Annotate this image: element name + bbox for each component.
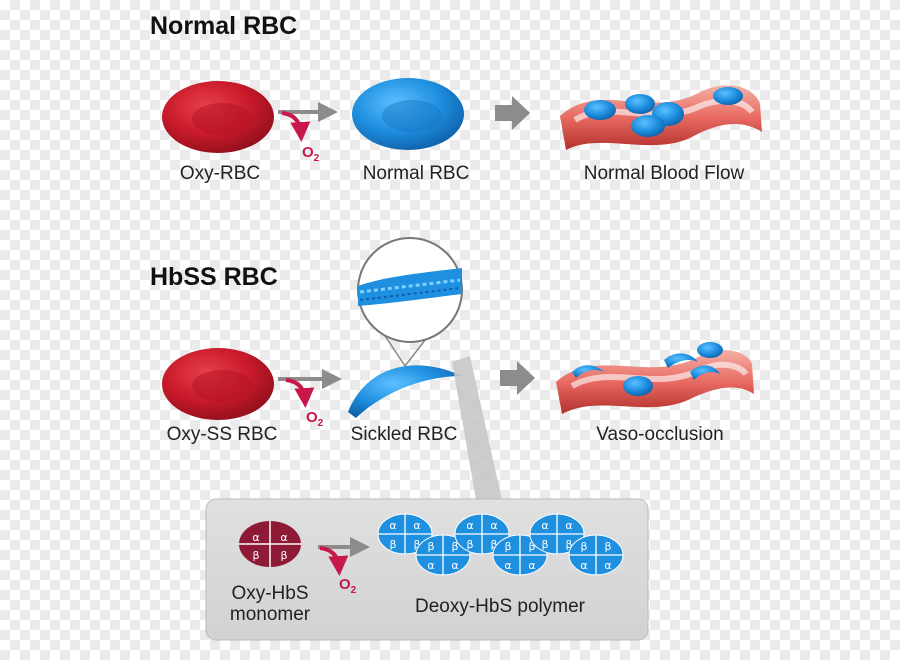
subunit-label: α xyxy=(528,559,535,572)
subunit-label: α xyxy=(466,519,473,532)
subunit-label: α xyxy=(427,559,434,572)
o2-label-normal: O2 xyxy=(302,144,320,164)
label-oxy-ss-rbc: Oxy-SS RBC xyxy=(167,424,278,445)
subunit-label: α xyxy=(413,519,420,532)
subunit-label: α xyxy=(604,559,611,572)
label-sickled-rbc: Sickled RBC xyxy=(351,424,458,445)
svg-text:β: β xyxy=(280,549,287,562)
vaso-occlusion-vessel xyxy=(556,342,754,414)
subunit-label: β xyxy=(389,538,396,551)
subunit-label: β xyxy=(413,538,420,551)
label-oxy-rbc: Oxy-RBC xyxy=(180,163,260,184)
subunit-label: β xyxy=(565,538,572,551)
monomer-label-line2: monomer xyxy=(230,604,311,625)
section-title-hbss: HbSS RBC xyxy=(150,263,278,291)
subunit-label: α xyxy=(389,519,396,532)
subunit-label: α xyxy=(490,519,497,532)
subunit-label: β xyxy=(490,538,497,551)
normal-blood-flow-vessel xyxy=(560,85,762,150)
label-normal-blood-flow: Normal Blood Flow xyxy=(584,163,745,184)
arrow-to-vaso-occlusion xyxy=(500,361,535,395)
o2-release-arrow-hbss xyxy=(285,378,315,408)
subunit-label: α xyxy=(451,559,458,572)
label-vaso-occlusion: Vaso-occlusion xyxy=(596,424,723,445)
monomer-label-line1: Oxy-HbS xyxy=(231,583,308,604)
polymer-fiber-magnifier xyxy=(357,237,463,367)
subunit-label: β xyxy=(541,538,548,551)
subunit-label: β xyxy=(504,540,511,553)
oxy-ss-rbc-cell xyxy=(162,348,274,420)
polymer-label: Deoxy-HbS polymer xyxy=(415,596,586,617)
subunit-label: β xyxy=(427,540,434,553)
subunit-label: β xyxy=(528,540,535,553)
label-normal-rbc: Normal RBC xyxy=(363,163,470,184)
o2-release-arrow-inset xyxy=(319,546,349,576)
svg-text:β: β xyxy=(252,549,259,562)
sickled-rbc-cell xyxy=(348,365,462,418)
subunit-label: α xyxy=(541,519,548,532)
oxy-hbs-monomer: α α β β xyxy=(239,521,301,567)
subunit-label: β xyxy=(580,540,587,553)
subunit-label: β xyxy=(451,540,458,553)
svg-text:α: α xyxy=(252,531,259,544)
section-title-normal: Normal RBC xyxy=(150,12,297,40)
normal-rbc-cell xyxy=(352,78,464,150)
subunit-label: α xyxy=(580,559,587,572)
o2-label-inset: O2 xyxy=(339,576,357,596)
o2-release-arrow-normal xyxy=(281,111,311,142)
subunit-label: α xyxy=(504,559,511,572)
o2-label-hbss: O2 xyxy=(306,409,324,429)
svg-text:α: α xyxy=(280,531,287,544)
subunit-label: β xyxy=(604,540,611,553)
arrow-to-blood-flow xyxy=(495,96,530,130)
subunit-label: β xyxy=(466,538,473,551)
subunit-label: α xyxy=(565,519,572,532)
oxy-rbc-cell xyxy=(162,81,274,153)
inset-callout xyxy=(452,356,502,500)
